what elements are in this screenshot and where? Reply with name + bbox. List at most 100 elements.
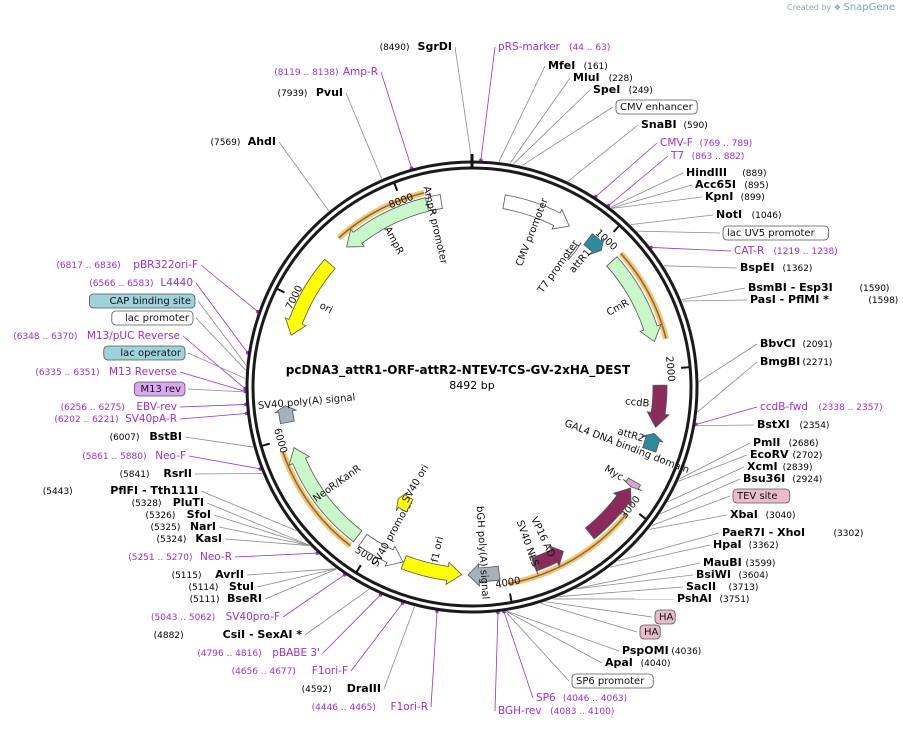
feature-label: SV40 poly(A) signal [258,392,356,412]
credit-prefix: Created by [787,3,832,12]
leader-line [195,282,248,353]
callout-box [133,381,186,397]
leader-line [667,466,745,503]
enzyme-name: NotI [716,208,742,221]
primer-name: CMV-F [660,137,693,149]
primer-location: (6256 .. 6275) [61,403,125,413]
primer-name: CAT-R [734,245,764,257]
primer-name: BGH-rev [498,705,542,717]
leader-line [246,568,336,576]
ruler-tick-label: 4000 [495,575,522,590]
primer-label: SP6(4046 .. 4063) [536,692,627,704]
leader-line [610,172,684,208]
enzyme-location: (161) [584,62,608,72]
ruler-tick [681,366,690,369]
feature-label: AmpR promoter [421,185,450,266]
feature-label: bGH poly(A) signal [474,506,491,600]
enzyme-name: ApaI [605,656,633,669]
enzyme-name: BsiWI [696,568,731,581]
feature-arrow [502,194,570,230]
enzyme-label: PaeR7I - XhoI(3302) [722,526,863,539]
primer-name: pBABE 3' [272,647,320,659]
feature-arrow [346,197,430,248]
leader-line [521,106,614,166]
leader-line [610,544,711,568]
enzyme-location: (5325) [150,523,180,533]
enzyme-label: SpeI(249) [593,83,653,96]
callout-text: SP6 promoter [576,676,645,687]
leader-line [503,611,534,699]
callout-text: lac UV5 promoter [727,228,816,239]
primer-label: EBV-rev(6256 .. 6275) [61,401,177,413]
enzyme-location: (899) [741,193,765,203]
enzyme-name: BseRI [227,592,262,605]
feature-label: ori [317,300,334,316]
leader-line [380,71,412,169]
leader-line [545,601,653,618]
enzyme-label: BspEI(1362) [740,261,812,274]
enzyme-location: (5324) [156,535,186,545]
leader-line [509,77,571,164]
enzyme-name: MauBI [703,556,742,569]
enzyme-location: (5114) [188,583,218,593]
enzyme-label: PluTI(5328) [132,496,204,509]
primer-name: SP6 [536,692,556,704]
enzyme-location: (5111) [190,595,220,605]
leader-line [695,424,755,427]
feature-arrow [640,432,664,453]
enzyme-location: (1598) [868,296,898,306]
leader-line [506,611,603,664]
enzyme-label: BseRI (5111) [190,592,262,605]
enzyme-label: RsrII(5841) [120,467,192,480]
enzyme-location: (2924) [792,475,822,485]
callout-text: lac promoter [125,313,190,324]
enzyme-name: MfeI [548,59,575,72]
primer-name: pBR322ori-F [133,259,198,271]
plasmid-name: pcDNA3_attR1-ORF-attR2-NTEV-TCS-GV-2xHA_… [286,363,631,378]
feature-arrow [646,384,670,428]
leader-line [218,526,310,546]
callout-text: lac operator [120,348,181,359]
leader-line [213,514,310,546]
leader-line [505,611,570,682]
enzyme-location: (2271) [803,358,833,368]
enzyme-label: PasI - PflMI * (1598) [750,293,898,306]
ruler-tick [509,593,513,602]
feature-label: CmR [605,298,631,319]
primer-name: SV40pro-F [226,611,280,623]
primer-label: CMV-F(769 .. 789) [660,137,752,149]
feature-callout: CMV enhancer [615,99,698,115]
primer-location: (863 .. 882) [692,152,745,162]
enzyme-location: (3751) [720,595,750,605]
callout-box [639,624,661,640]
leader-line [679,442,751,480]
enzyme-label: PshAI(3751) [677,592,749,605]
feature-label: GAL4 DNA binding domain [563,418,691,476]
feature-callout: M13 rev [133,381,186,397]
feature-label: Myc [602,464,625,484]
primer-label: M13/pUC Reverse(6348 .. 6370) [13,330,180,342]
leader-line [612,196,703,209]
feature-highlight-line [281,451,351,547]
callout-box [722,225,829,241]
enzyme-name: XcmI [747,460,778,473]
enzyme-name: KpnI [705,190,733,203]
enzyme-location: (2354) [800,421,830,431]
callout-box [103,345,186,361]
leader-line [540,602,638,633]
primer-name: M13 Reverse [109,366,177,378]
enzyme-name: PasI - PflMI * [750,293,829,306]
enzyme-location: (895) [744,181,768,191]
primer-location: (1219 .. 1238) [774,247,838,257]
primer-label: F1ori-R(4446 .. 4465) [312,701,428,713]
primer-label: F1ori-F(4656 .. 4677) [232,665,348,677]
feature-arrow [358,533,404,567]
enzyme-label: SgrDI(8490) [380,40,452,53]
primer-location: (6817 .. 6836) [56,261,120,271]
ruler-tick-label: 6000 [271,427,288,454]
enzyme-name: HindIII [686,166,727,179]
feature-arrow [288,447,363,543]
leader-line [197,300,247,366]
leader-line [200,490,297,532]
primer-label: pBR322ori-F (6817 .. 6836) [56,259,198,271]
